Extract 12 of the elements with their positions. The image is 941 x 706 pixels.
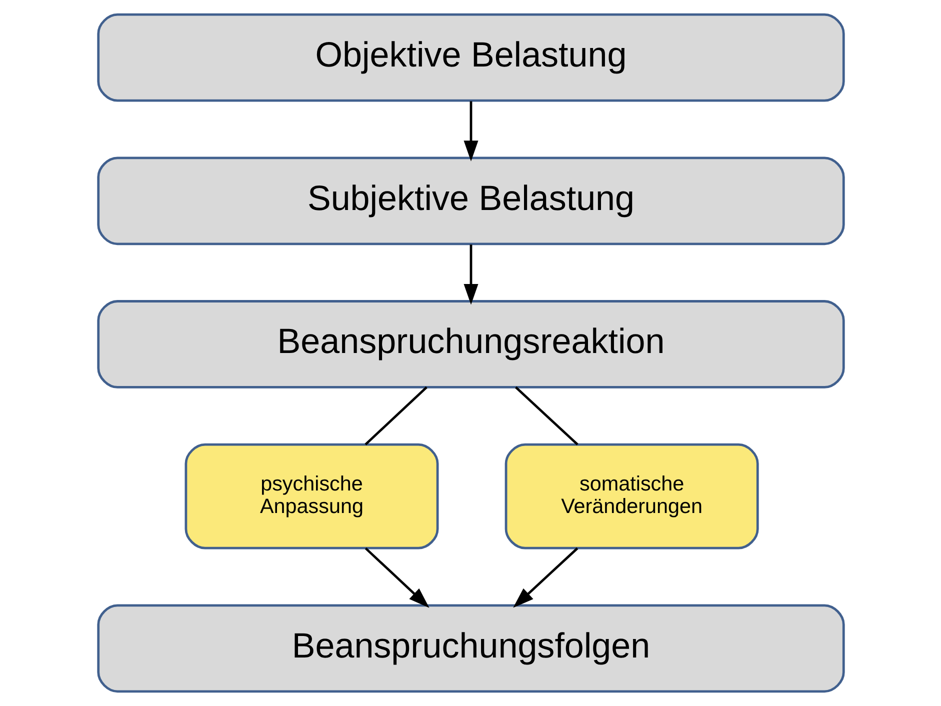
node-box: somatische Veränderungen (504, 443, 758, 550)
arrow (364, 547, 429, 608)
connector (514, 386, 578, 446)
arrow (512, 547, 578, 608)
node-box: Beanspruchungsreaktion (96, 300, 844, 388)
node-box: Beanspruchungsfolgen (96, 604, 844, 693)
connector (364, 386, 427, 446)
arrow (463, 101, 478, 162)
node-box: psychische Anpassung (184, 443, 438, 550)
node-box: Subjektive Belastung (96, 156, 844, 246)
node-box: Objektive Belastung (96, 13, 844, 102)
arrow (463, 244, 478, 305)
